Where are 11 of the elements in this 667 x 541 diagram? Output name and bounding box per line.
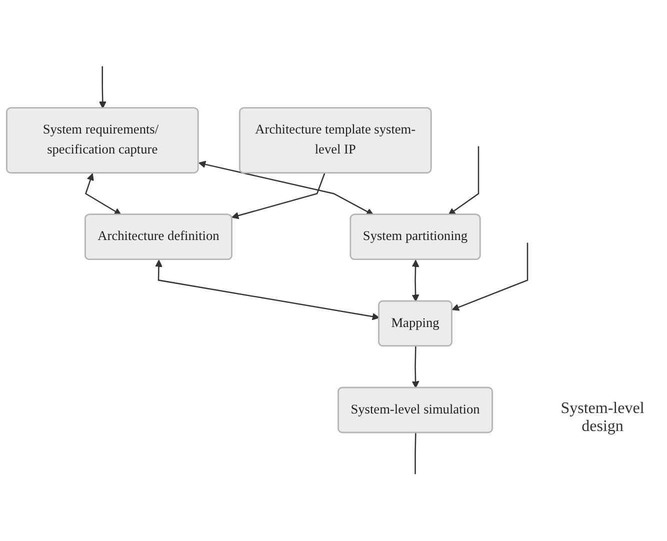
arrow [412, 260, 420, 302]
arrow [232, 173, 326, 220]
arrow [198, 161, 374, 216]
arrow [84, 174, 122, 216]
arrow [412, 346, 420, 389]
connector [414, 433, 416, 474]
arrow [448, 146, 480, 216]
arrow [452, 243, 528, 312]
arrow [99, 66, 106, 109]
arrow [155, 260, 380, 321]
diagram-note: System-level design [560, 400, 646, 436]
